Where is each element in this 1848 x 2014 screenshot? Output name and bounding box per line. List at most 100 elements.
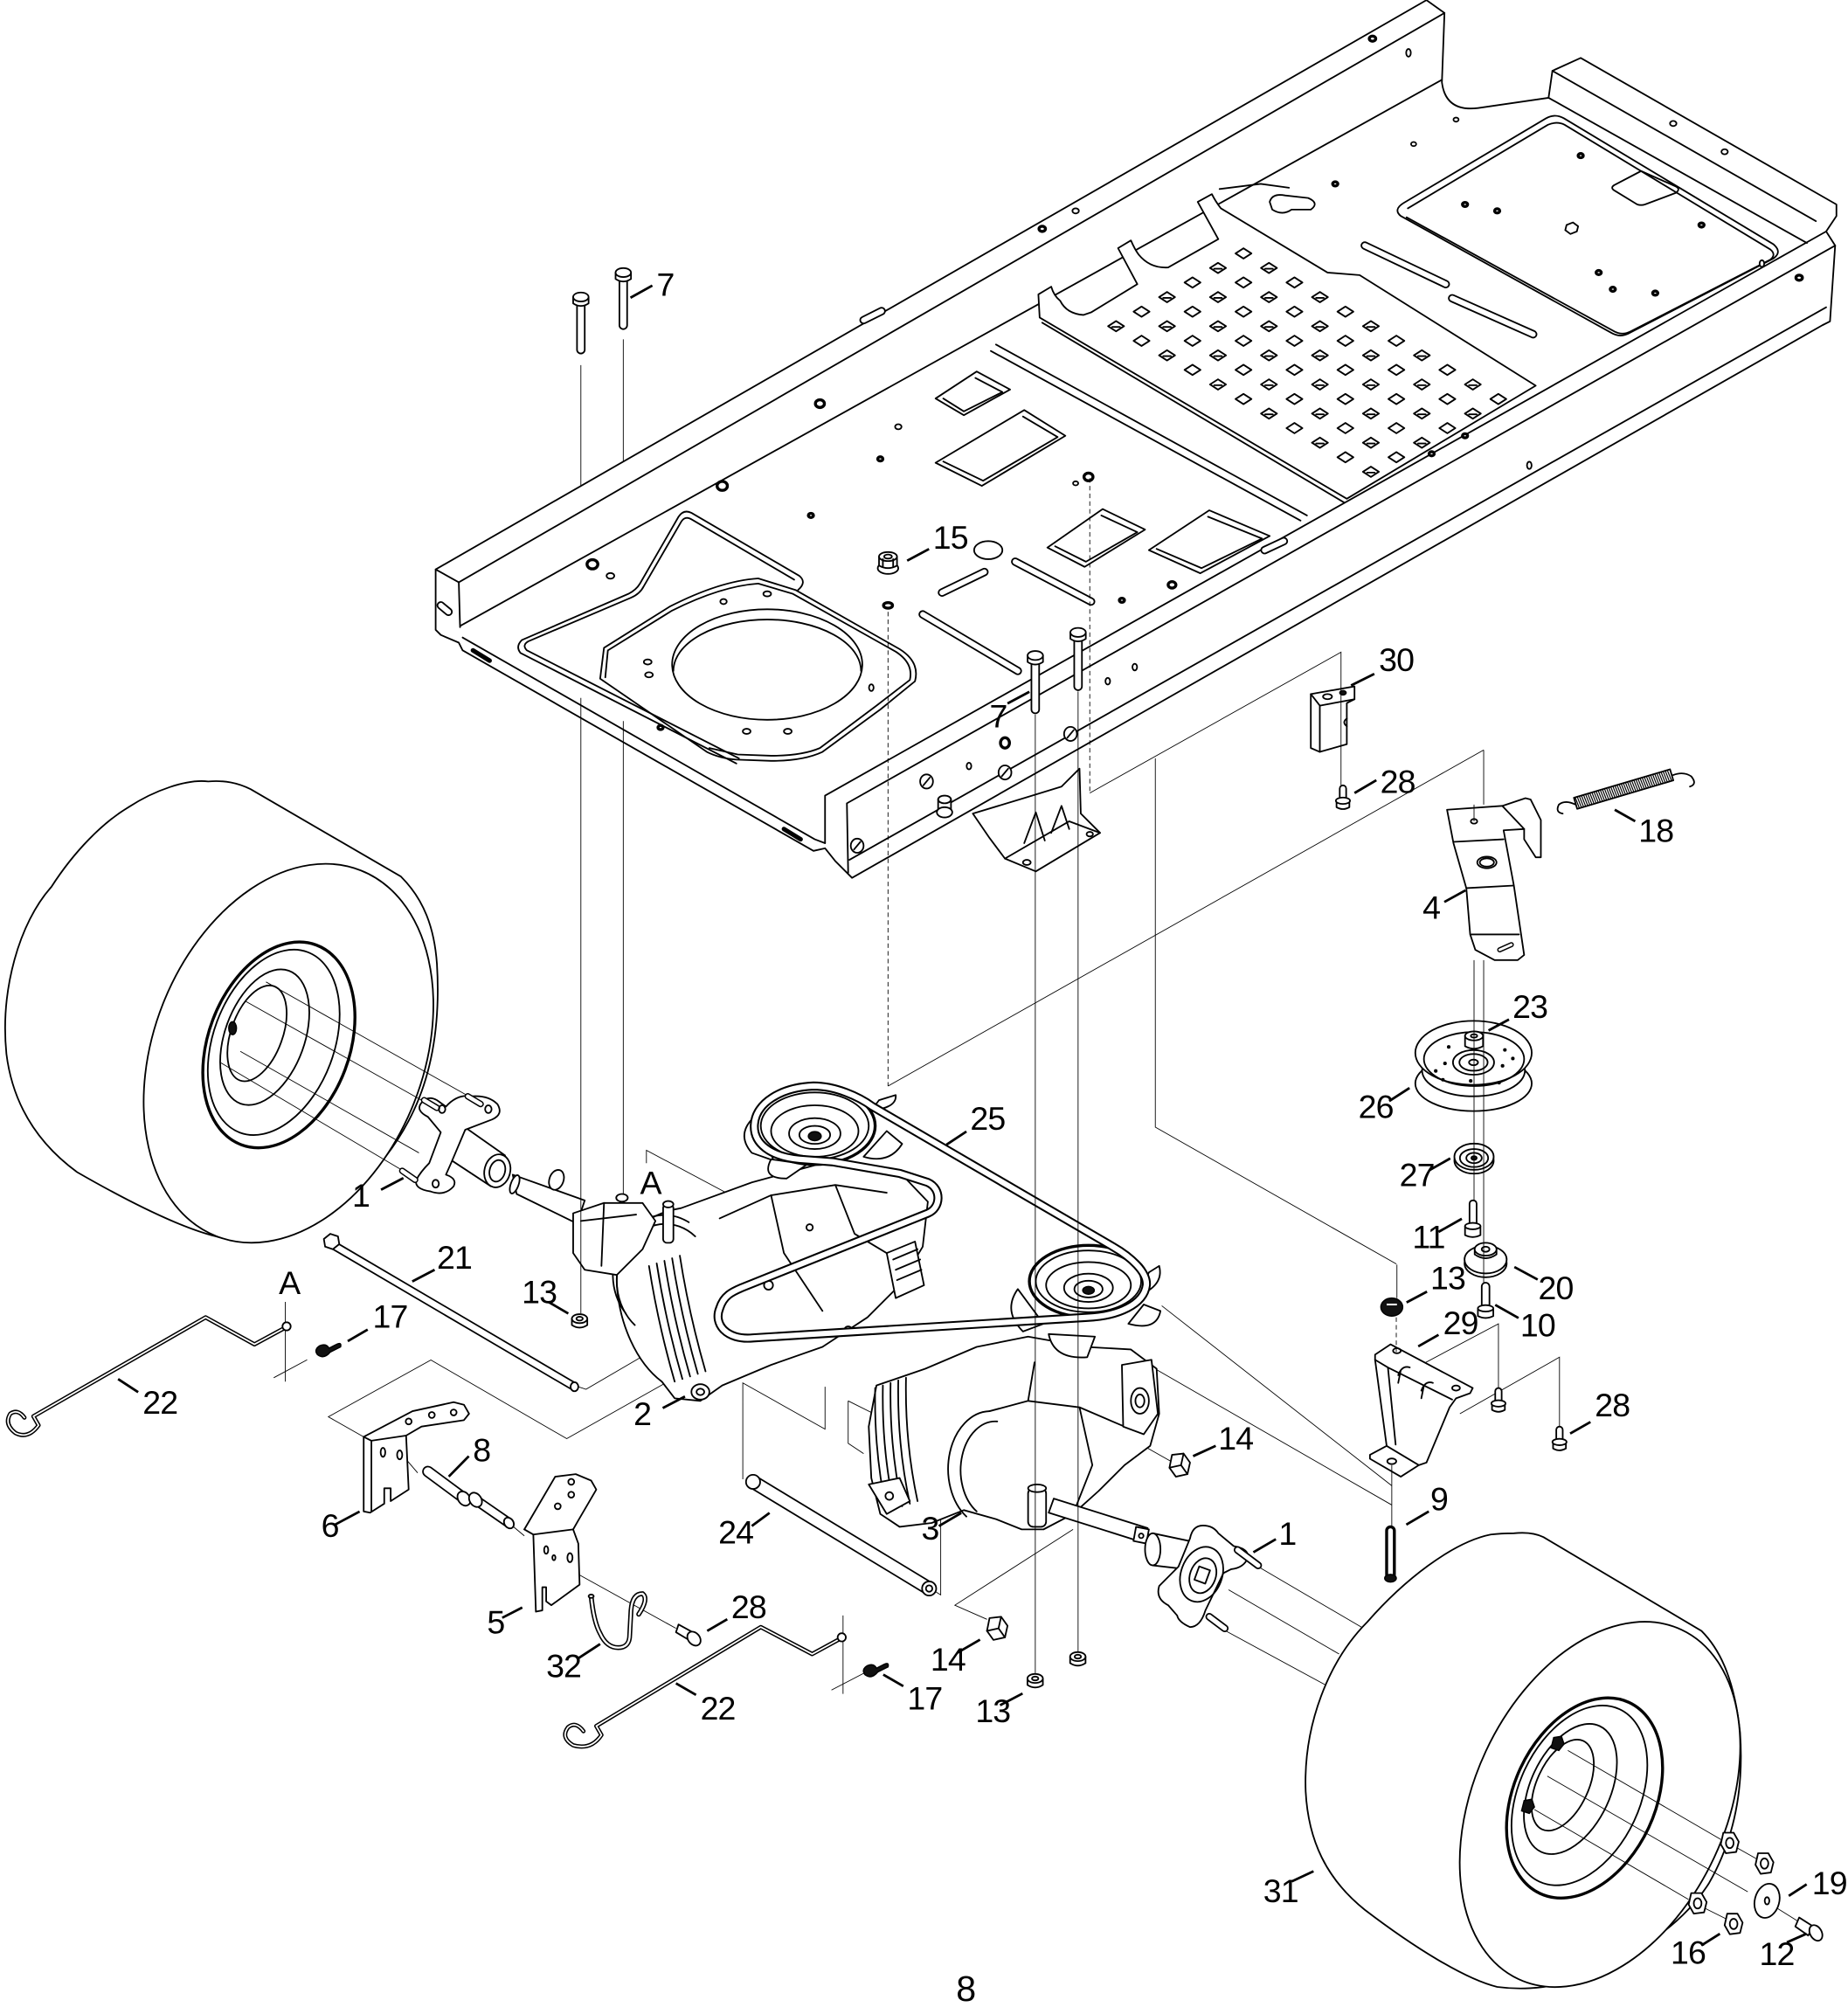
callout-part-19: 19 bbox=[1788, 1865, 1848, 1901]
j-pin-32-shape bbox=[587, 1594, 595, 1599]
callout-number: 14 bbox=[1218, 1420, 1253, 1457]
transaxle-left-shape bbox=[885, 1241, 925, 1299]
bolt-7-c bbox=[1027, 650, 1044, 715]
callout-leader-line bbox=[1788, 1883, 1808, 1898]
frame-hole bbox=[882, 600, 895, 610]
lug-nuts-16-shape-shape bbox=[1692, 1897, 1703, 1910]
rod-21 bbox=[322, 1233, 579, 1393]
callout-number: 1 bbox=[352, 1177, 370, 1214]
callout-number: 28 bbox=[1595, 1387, 1630, 1423]
spring-coil-turn bbox=[1644, 776, 1650, 788]
floor-slots-shape bbox=[438, 243, 1536, 674]
perforation-hole bbox=[1183, 305, 1201, 318]
callout-number: 20 bbox=[1539, 1270, 1574, 1306]
frame-stud-shape bbox=[936, 806, 953, 819]
callout-leader-line bbox=[1405, 1510, 1429, 1526]
spacer-20-shape bbox=[1473, 1242, 1498, 1257]
callout-leader-line bbox=[502, 1606, 523, 1619]
footrest-perforated-plate-shape bbox=[1037, 193, 1537, 500]
lug-nuts-16-shape-shape bbox=[1720, 1831, 1740, 1854]
callout-number: 21 bbox=[437, 1239, 472, 1276]
transaxle-right-shape bbox=[947, 1410, 999, 1518]
frame-hole bbox=[644, 671, 654, 679]
frame-hole bbox=[1461, 200, 1470, 209]
callout-leader-line bbox=[1569, 1421, 1591, 1435]
callout-number: 10 bbox=[1520, 1307, 1555, 1344]
frame-hole bbox=[606, 571, 615, 580]
control-rod-22-lower bbox=[563, 1624, 847, 1749]
callout-part-5: 5 bbox=[487, 1604, 523, 1641]
transaxle-left-shape bbox=[718, 1184, 888, 1312]
flange-nut-15 bbox=[876, 550, 900, 575]
callout-number: 28 bbox=[731, 1588, 766, 1625]
spring-coil-turn bbox=[1602, 789, 1608, 800]
input-pulley-left-shape bbox=[798, 1125, 832, 1145]
callout-leader-line bbox=[1007, 690, 1030, 705]
front-rail-edges bbox=[824, 230, 1837, 874]
transaxle-right-shape bbox=[988, 1361, 1125, 1515]
callout-leader-line bbox=[1406, 1291, 1428, 1304]
spring-coil-turn bbox=[1645, 776, 1651, 788]
frame-hole bbox=[1118, 596, 1126, 605]
callout-number: 15 bbox=[933, 519, 968, 556]
spring-coil-turn bbox=[1635, 779, 1641, 791]
callout-leader-line bbox=[906, 548, 930, 562]
callout-number: 13 bbox=[1430, 1259, 1465, 1296]
spring-coil-turn bbox=[1651, 774, 1658, 786]
engine-mount-plate-shape bbox=[672, 619, 862, 672]
bolt-12-shape bbox=[1808, 1924, 1824, 1942]
spring-coil-turn bbox=[1639, 778, 1645, 790]
lug-nuts-16-shape-shape bbox=[1755, 1852, 1775, 1875]
rod-24-shape bbox=[924, 1584, 933, 1593]
pulley-holes-shape bbox=[1511, 1056, 1515, 1061]
callout-part-1: 1 bbox=[352, 1177, 405, 1214]
bolt-7-b bbox=[614, 266, 633, 330]
lug-nuts-16-shape bbox=[1723, 1913, 1744, 1935]
bolt-7-a-shape bbox=[576, 300, 586, 355]
transaxle-mount-bracket-shape bbox=[1085, 831, 1094, 838]
callout-number: 23 bbox=[1512, 988, 1547, 1025]
footrest-perforated-plate-shape bbox=[1269, 194, 1316, 214]
frame-hole bbox=[1609, 286, 1617, 294]
perforation-hole bbox=[1438, 363, 1457, 377]
callout-part-28: 28 bbox=[706, 1588, 767, 1632]
frame-hole bbox=[1595, 268, 1603, 276]
frame-hole bbox=[742, 728, 751, 735]
frame-hole bbox=[966, 761, 972, 771]
frame-hole bbox=[1367, 34, 1378, 43]
extension-spring-18 bbox=[1556, 768, 1695, 815]
bolt-7-c-shape bbox=[1030, 658, 1041, 715]
pivot-pin-8-b-shape bbox=[467, 1491, 483, 1508]
callout-part-14: 14 bbox=[1192, 1420, 1254, 1457]
spring-coil-turn bbox=[1618, 784, 1624, 796]
callout-number: 13 bbox=[975, 1692, 1010, 1729]
frame-hole bbox=[1526, 460, 1533, 470]
bracket-5-shape bbox=[543, 1545, 550, 1555]
perforation-hole bbox=[1235, 305, 1253, 318]
callout-leader-line bbox=[882, 1673, 904, 1688]
bracket-4-shape bbox=[1446, 797, 1542, 961]
callout-number: 30 bbox=[1379, 641, 1414, 678]
nut-13-left-shape bbox=[571, 1313, 589, 1325]
callout-number: 3 bbox=[922, 1510, 939, 1547]
transaxle-left-shape bbox=[690, 1383, 710, 1401]
bolt-7-d-shape bbox=[1069, 626, 1087, 638]
section-marker-a: A bbox=[640, 1165, 662, 1201]
bracket-6-shape bbox=[396, 1450, 404, 1461]
bolt-7-d-shape bbox=[1073, 635, 1083, 691]
input-pulley-right-shape bbox=[1073, 1279, 1104, 1298]
frame-hole bbox=[1072, 480, 1079, 487]
spring-coil-turn bbox=[1665, 770, 1671, 782]
transaxle-mount-bracket-shape bbox=[972, 767, 1101, 873]
rear-tire-right-shape bbox=[1520, 1798, 1535, 1815]
spring-coil-turn bbox=[1609, 786, 1616, 799]
pivot-pin-8-b-shape bbox=[502, 1516, 516, 1530]
nut-13-right-shape bbox=[1380, 1297, 1404, 1317]
callout-leader-line bbox=[1291, 1870, 1314, 1883]
spring-coil-turn bbox=[1656, 772, 1662, 785]
frame-hole bbox=[1071, 207, 1080, 215]
spacer-20 bbox=[1464, 1242, 1508, 1278]
callout-number: 4 bbox=[1422, 889, 1440, 926]
bolt-28-mid bbox=[1490, 1387, 1506, 1413]
callout-number: 17 bbox=[373, 1298, 408, 1334]
